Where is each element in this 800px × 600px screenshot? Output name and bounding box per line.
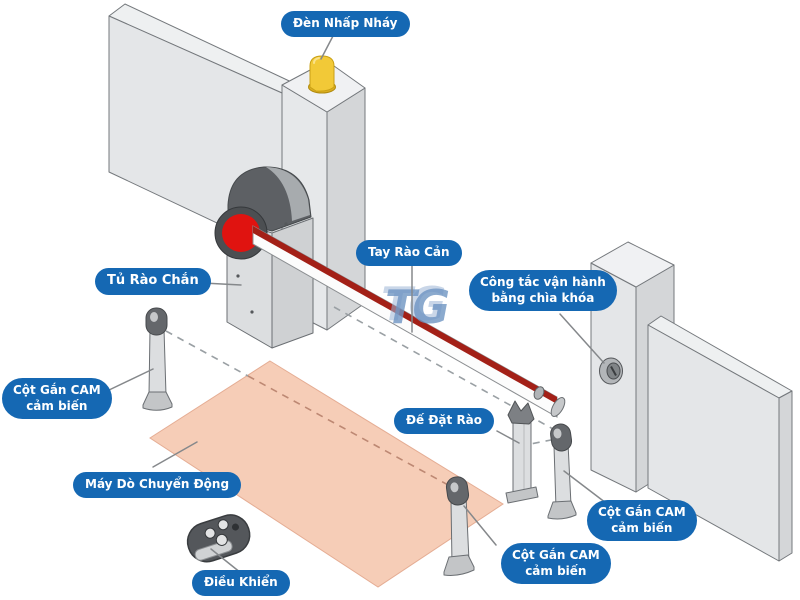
label-key-switch: Công tắc vận hành bằng chìa khóa [469, 270, 617, 312]
leader-lines [106, 35, 607, 574]
cam-post-left [142, 307, 173, 411]
label-cam-post-middle: Cột Gắn CAM cảm biến [501, 543, 611, 585]
svg-text:TG: TG [385, 280, 448, 334]
cam-post-right [547, 423, 577, 520]
label-arm-rest-base: Đế Đặt Rào [394, 408, 495, 434]
remote-control-icon [186, 514, 251, 563]
arm-rest-post [505, 400, 539, 504]
label-motion-detector: Máy Dò Chuyển Động [73, 472, 242, 498]
key-switch-icon [599, 357, 623, 385]
svg-text:TG: TG [381, 277, 444, 331]
tg-watermark: TG TG [381, 277, 452, 334]
barrier-arm [252, 225, 566, 418]
label-cam-post-right: Cột Gắn CAM cảm biến [587, 500, 697, 542]
label-barrier-arm: Tay Rào Cản [356, 240, 462, 266]
label-cam-post-left: Cột Gắn CAM cảm biến [2, 378, 112, 420]
label-barrier-cabinet: Tủ Rào Chắn [95, 268, 211, 295]
label-remote-control: Điều Khiển [192, 570, 290, 596]
cam-post-middle [443, 476, 475, 576]
detection-zone [149, 360, 504, 588]
arm-catch-ring [533, 386, 545, 400]
arm-rest-fork [507, 400, 535, 425]
flashing-light-icon [308, 55, 336, 94]
arm-pivot-disc [214, 206, 268, 260]
label-flashing-light: Đèn Nhấp Nháy [281, 11, 410, 37]
